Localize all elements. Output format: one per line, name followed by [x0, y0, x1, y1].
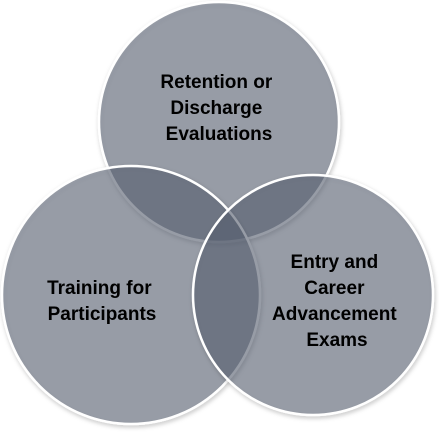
label-top-line-2: Discharge — [170, 98, 262, 119]
label-right-line-2: Career — [304, 278, 365, 299]
label-right-line-1: Entry and — [291, 252, 379, 273]
label-right: Entry and Career Advancement Exams — [272, 252, 402, 351]
circle-right — [191, 173, 435, 417]
label-top-line-3: Evaluations — [166, 124, 273, 145]
label-right-line-3: Advancement — [272, 304, 397, 325]
label-top-line-1: Retention or — [160, 72, 272, 93]
label-top: Retention or Discharge Evaluations — [160, 72, 277, 145]
label-left: Training for Participants — [47, 278, 157, 325]
label-left-line-2: Participants — [48, 304, 157, 325]
label-left-line-1: Training for — [47, 278, 152, 299]
label-right-line-4: Exams — [306, 330, 367, 351]
